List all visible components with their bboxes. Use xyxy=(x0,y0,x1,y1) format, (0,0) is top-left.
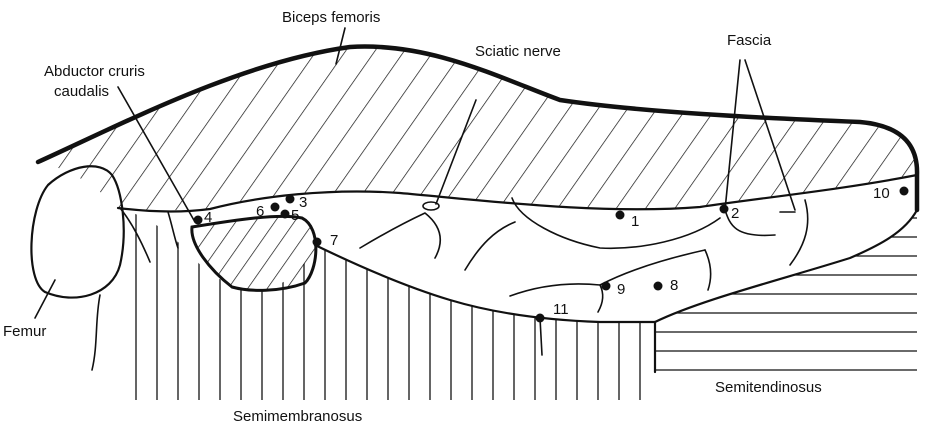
point-4-dot xyxy=(194,216,203,225)
semitendinosus-label: Semitendinosus xyxy=(715,379,822,396)
semimembranosus-label: Semimembranosus xyxy=(233,408,362,425)
femur-label: Femur xyxy=(3,323,46,340)
point-7-label: 7 xyxy=(330,232,338,249)
point-3-label: 3 xyxy=(299,194,307,211)
abductor-label-line2: caudalis xyxy=(54,83,109,100)
point-4-label: 4 xyxy=(204,209,212,226)
abductor-label-line1: Abductor cruris xyxy=(44,63,145,80)
point-7-dot xyxy=(313,238,322,247)
point-11-dot xyxy=(536,314,545,323)
biceps-femoris-label: Biceps femoris xyxy=(282,9,380,26)
point-9-label: 9 xyxy=(617,281,625,298)
point-5-label: 5 xyxy=(291,207,299,224)
tissue-line-2 xyxy=(465,222,515,270)
point-2-label: 2 xyxy=(731,205,739,222)
point-10-dot xyxy=(900,187,909,196)
point-10-label: 10 xyxy=(873,185,890,202)
sciatic-nerve-label: Sciatic nerve xyxy=(475,43,561,60)
point-6-dot xyxy=(271,203,280,212)
point-1-dot xyxy=(616,211,625,220)
femur-lower-line xyxy=(92,295,100,370)
tissue-line-5 xyxy=(598,285,603,312)
point-6-label: 6 xyxy=(256,203,264,220)
point-8-dot xyxy=(654,282,663,291)
point-9-dot xyxy=(602,282,611,291)
point-5-dot xyxy=(281,210,290,219)
tissue-line-1 xyxy=(360,213,440,258)
point-1-label: 1 xyxy=(631,213,639,230)
point-8-label: 8 xyxy=(670,277,678,294)
point-2-dot xyxy=(720,205,729,214)
point-11-label: 11 xyxy=(553,301,569,318)
tissue-line-6 xyxy=(705,250,711,290)
fascia-line-b xyxy=(790,200,808,265)
semitendinosus-region xyxy=(655,210,917,372)
biceps-femoris-region xyxy=(38,47,917,211)
point-3-dot xyxy=(286,195,295,204)
fascia-label: Fascia xyxy=(727,32,772,49)
